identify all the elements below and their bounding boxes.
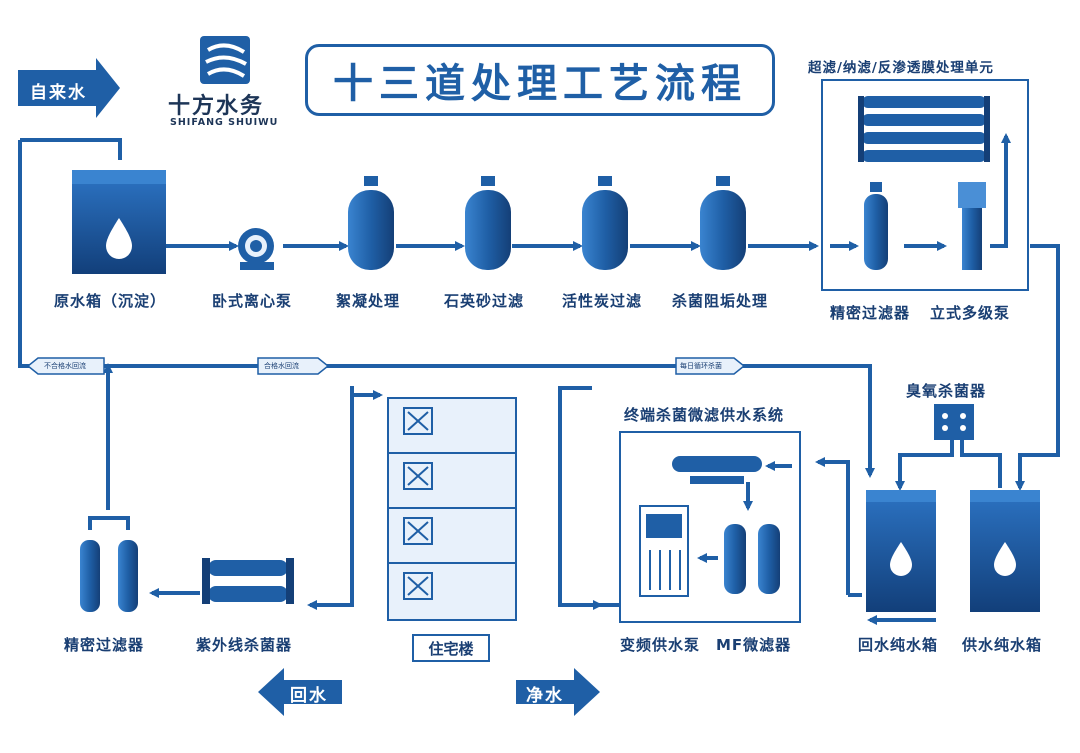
label-vf-pump: 变频供水泵: [620, 636, 701, 654]
label-pump: 卧式离心泵: [212, 292, 293, 310]
legend-return-label: 回水: [290, 686, 328, 706]
label-sand: 石英砂过滤: [444, 292, 525, 310]
flow-tag-unqualified: [26, 357, 105, 375]
label-building: 住宅楼: [412, 634, 490, 662]
label-terminal-system: 终端杀菌微滤供水系统: [624, 406, 785, 424]
scale-vessel-icon: [700, 176, 746, 270]
logo-icon: [200, 36, 250, 84]
label-precision-filter: 精密过滤器: [830, 304, 911, 322]
label-raw-tank: 原水箱（沉淀）: [54, 292, 167, 310]
tag-qualified: 合格水回流: [264, 362, 299, 370]
return-tank-icon: [866, 490, 936, 612]
label-floc: 絮凝处理: [336, 292, 401, 310]
sand-filter-icon: [465, 176, 511, 270]
floc-vessel-icon: [348, 176, 394, 270]
carbon-filter-icon: [582, 176, 628, 270]
label-mf-filter: MF微滤器: [716, 636, 792, 654]
label-precision-filter-2: 精密过滤器: [64, 636, 145, 654]
legend-clean-arrow: [516, 668, 600, 716]
title-box: 十三道处理工艺流程: [305, 44, 775, 116]
uv-sterilizer-icon: [202, 558, 294, 604]
membrane-unit-box: [821, 79, 1029, 291]
pump-icon: [238, 228, 274, 270]
logo-subtitle: SHIFANG SHUIWU: [170, 117, 279, 128]
label-vertical-pump: 立式多级泵: [930, 304, 1011, 322]
label-return-tank: 回水纯水箱: [858, 636, 939, 654]
flow-tag-qualified: [257, 357, 330, 375]
label-scale: 杀菌阻垢处理: [672, 292, 769, 310]
legend-clean-label: 净水: [526, 686, 564, 706]
tag-daily: 每日循环杀菌: [680, 362, 722, 370]
legend-return-arrow: [258, 668, 342, 716]
inlet-label: 自来水: [30, 83, 87, 103]
pipes: [18, 133, 1060, 625]
supply-tank-icon: [970, 490, 1040, 612]
precision-filter-2-icon: [80, 540, 138, 612]
logo-name: 十方水务: [168, 94, 265, 119]
label-ozone: 臭氧杀菌器: [906, 382, 987, 400]
page-title: 十三道处理工艺流程: [333, 61, 747, 107]
label-membrane-unit: 超滤/纳滤/反渗透膜处理单元: [808, 60, 994, 76]
ozone-generator-icon: [934, 404, 974, 440]
label-carbon: 活性炭过滤: [562, 292, 643, 310]
raw-water-tank-icon: [72, 170, 166, 274]
tag-unqualified: 不合格水回流: [44, 362, 86, 370]
label-supply-tank: 供水纯水箱: [962, 636, 1043, 654]
label-uv: 紫外线杀菌器: [196, 636, 293, 654]
building-icon: [387, 397, 517, 621]
inlet-arrow: [18, 58, 120, 118]
terminal-system-box: [619, 431, 801, 623]
flow-tag-daily: [675, 357, 746, 375]
